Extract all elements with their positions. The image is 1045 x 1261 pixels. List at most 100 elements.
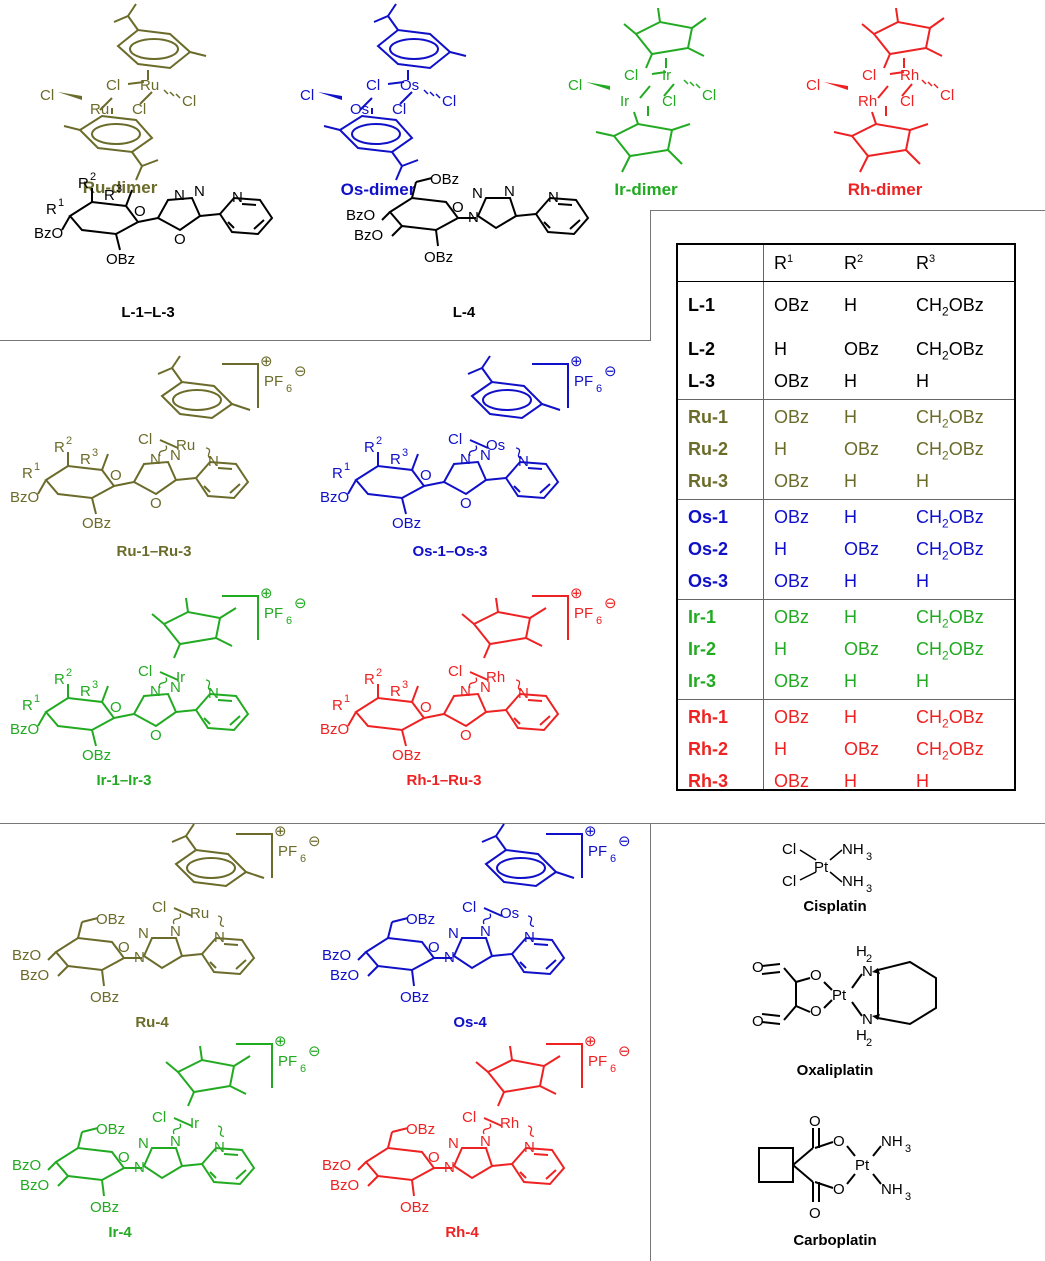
svg-text:Pt: Pt	[814, 859, 829, 876]
svg-text:BzO: BzO	[320, 489, 349, 506]
table-cell-r1: OBz	[774, 371, 810, 391]
svg-text:BzO: BzO	[322, 1157, 351, 1174]
svg-text:6: 6	[286, 615, 292, 627]
table-cell-compound: Ru-1	[688, 407, 728, 427]
svg-text:OBz: OBz	[424, 249, 453, 266]
svg-text:R: R	[390, 451, 401, 468]
svg-text:2: 2	[376, 667, 382, 679]
table-cell-r3: H	[916, 671, 929, 691]
svg-text:N: N	[480, 447, 491, 464]
svg-text:N: N	[524, 1139, 535, 1156]
svg-text:NH: NH	[881, 1133, 903, 1150]
table-cell-r1: H	[774, 739, 787, 759]
svg-text:Cl: Cl	[182, 93, 196, 110]
svg-text:6: 6	[596, 615, 602, 627]
svg-text:Ru: Ru	[90, 101, 109, 118]
svg-text:2: 2	[376, 435, 382, 447]
svg-text:R: R	[22, 465, 33, 482]
svg-text:2: 2	[66, 435, 72, 447]
svg-text:OBz: OBz	[430, 171, 459, 188]
table-cell-r2: H	[844, 371, 857, 391]
svg-text:Ir: Ir	[620, 93, 629, 110]
svg-text:N: N	[170, 923, 181, 940]
svg-text:OBz: OBz	[82, 515, 111, 532]
svg-text:O: O	[460, 495, 472, 512]
table-header-r1: R1	[774, 253, 794, 273]
svg-text:Ir: Ir	[662, 67, 671, 84]
ligand-label-l1-l3: L-1–L-3	[121, 304, 175, 321]
svg-text:Cl: Cl	[40, 87, 54, 104]
complex-label-os13: Os-1–Os-3	[412, 543, 488, 560]
table-cell-r1: OBz	[774, 507, 810, 527]
svg-text:Ru: Ru	[190, 905, 209, 922]
svg-text:BzO: BzO	[10, 489, 39, 506]
separator-ligand-box-right	[650, 210, 651, 340]
separator-lower-vertical	[650, 823, 651, 1261]
svg-text:OBz: OBz	[90, 1199, 119, 1216]
dimer-structure-ru: Cl Ru Cl Ru Cl Cl	[40, 3, 207, 181]
svg-text:6: 6	[610, 853, 616, 865]
svg-text:OBz: OBz	[392, 515, 421, 532]
table-cell-compound: L-2	[688, 339, 715, 359]
ref-label-cisplatin: Cisplatin	[803, 898, 867, 915]
svg-text:⊕: ⊕	[274, 823, 287, 840]
table-cell-r2: H	[844, 771, 857, 791]
table-cell-compound: Ir-1	[688, 607, 717, 627]
svg-text:⊖: ⊖	[618, 833, 631, 850]
separator-top-right	[650, 210, 1045, 211]
svg-text:3: 3	[905, 1191, 911, 1203]
svg-text:⊕: ⊕	[570, 585, 583, 602]
svg-text:PF: PF	[574, 373, 593, 390]
svg-text:H: H	[856, 1027, 867, 1044]
svg-text:BzO: BzO	[330, 1177, 359, 1194]
svg-text:3: 3	[402, 447, 408, 459]
svg-text:R: R	[54, 439, 65, 456]
table-group-divider	[678, 499, 1014, 500]
svg-text:6: 6	[610, 1063, 616, 1075]
svg-text:R: R	[80, 451, 91, 468]
svg-text:Os: Os	[350, 101, 369, 118]
svg-text:⊖: ⊖	[604, 595, 617, 612]
svg-text:PF: PF	[574, 605, 593, 622]
svg-text:1: 1	[344, 693, 350, 705]
svg-text:Cl: Cl	[366, 77, 380, 94]
complex-label-ir4: Ir-4	[108, 1224, 132, 1241]
svg-text:Rh: Rh	[500, 1115, 519, 1132]
table-cell-r2: H	[844, 671, 857, 691]
svg-text:N: N	[460, 683, 471, 700]
svg-text:N: N	[208, 453, 219, 470]
table-cell-r3: CH2OBz	[916, 607, 984, 631]
table-cell-r1: H	[774, 639, 787, 659]
table-cell-r2: H	[844, 295, 857, 315]
table-header-row: R1 R2 R3	[678, 247, 1014, 279]
svg-text:OBz: OBz	[406, 911, 435, 928]
svg-text:6: 6	[300, 1063, 306, 1075]
complex-label-os4: Os-4	[453, 1014, 487, 1031]
svg-text:R: R	[54, 671, 65, 688]
svg-text:Cl: Cl	[900, 93, 914, 110]
table-group-divider	[678, 399, 1014, 400]
svg-text:N: N	[134, 1159, 145, 1176]
svg-text:⊕: ⊕	[570, 353, 583, 370]
table-cell-r2: H	[844, 507, 857, 527]
table-cell-compound: L-3	[688, 371, 715, 391]
table-cell-r1: OBz	[774, 571, 810, 591]
svg-text:N: N	[862, 963, 873, 980]
table-cell-compound: Rh-1	[688, 707, 728, 727]
svg-text:N: N	[150, 451, 161, 468]
svg-text:O: O	[174, 231, 186, 248]
svg-text:N: N	[214, 929, 225, 946]
svg-text:BzO: BzO	[330, 967, 359, 984]
svg-text:O: O	[809, 1113, 821, 1130]
svg-text:N: N	[448, 1135, 459, 1152]
